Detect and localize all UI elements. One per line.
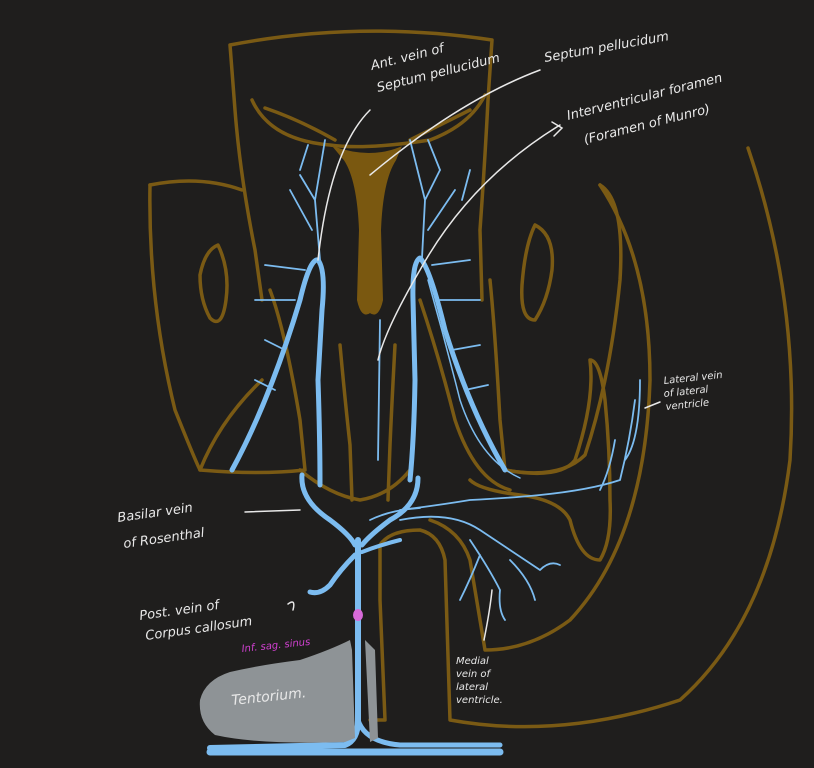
right-thalamostriate-vein	[407, 255, 508, 483]
septum-pellucidum-shape	[331, 145, 402, 315]
label-septum: Septum pellucidum	[543, 29, 670, 66]
left-basal-vein	[299, 472, 358, 548]
fornix-right-outline	[408, 108, 472, 142]
tentorium-shape	[199, 640, 378, 743]
label-lateral-vein-line1: Lateral vein	[663, 370, 723, 387]
label-medial-vein-line1: Medial	[456, 656, 489, 667]
post-vein-right-branch	[360, 538, 402, 554]
label-inf-sag-sinus: Inf. sag. sinus	[241, 637, 311, 655]
leader-medial-vein	[483, 589, 493, 641]
leader-lateral-vein	[644, 401, 661, 409]
occipital-horn-outline	[468, 358, 613, 562]
label-basal-vein-line1: Basilar vein	[116, 501, 193, 526]
label-tentorium: Tentorium.	[231, 685, 307, 709]
leader-lines	[244, 69, 661, 641]
label-medial-vein-line4: ventricle.	[456, 695, 503, 706]
label-medial-vein-line2: vein of	[456, 669, 491, 680]
thalamus-right-outline	[418, 298, 512, 492]
right-loop-outline	[520, 223, 555, 322]
label-lateral-vein-line3: ventricle	[665, 397, 710, 413]
left-ventricle-outline	[148, 183, 307, 475]
leader-post-vein	[287, 601, 295, 611]
vein-network	[206, 139, 641, 756]
third-ventricle-floor	[298, 468, 412, 502]
labels: Ant. vein of Septum pellucidum Septum pe…	[116, 29, 723, 709]
temporal-horn-outline	[368, 146, 794, 729]
label-medial-vein-line3: lateral	[456, 682, 488, 693]
left-horn-inner	[198, 378, 264, 472]
left-loop-outline	[198, 243, 229, 324]
left-ventricle-outer-outline	[148, 179, 244, 192]
septal-cavity-outline	[250, 93, 487, 149]
right-basal-vein	[359, 475, 421, 548]
right-vein-shadow	[427, 279, 521, 479]
post-vein-corpus-callosum	[307, 552, 358, 596]
inf-sag-sinus-dot	[353, 609, 363, 621]
left-thalamostriate-vein	[229, 257, 326, 488]
leader-ant-vein	[317, 109, 371, 261]
leader-septum	[369, 69, 541, 176]
ventricle-outline	[148, 29, 794, 729]
fornix-left-outline	[263, 106, 337, 142]
right-ventricle-outline	[488, 183, 623, 475]
leader-basal-vein	[244, 509, 301, 513]
third-ventricle-right	[386, 343, 397, 502]
leader-foramen-arrowhead	[551, 121, 564, 137]
label-basal-vein-line2: of Rosenthal	[122, 526, 205, 552]
thin-veins	[254, 139, 641, 621]
third-ventricle-left	[338, 343, 354, 502]
label-lateral-vein-line2: of lateral	[663, 384, 709, 400]
temporal-horn-inner	[428, 183, 652, 652]
leader-foramen	[377, 124, 561, 361]
